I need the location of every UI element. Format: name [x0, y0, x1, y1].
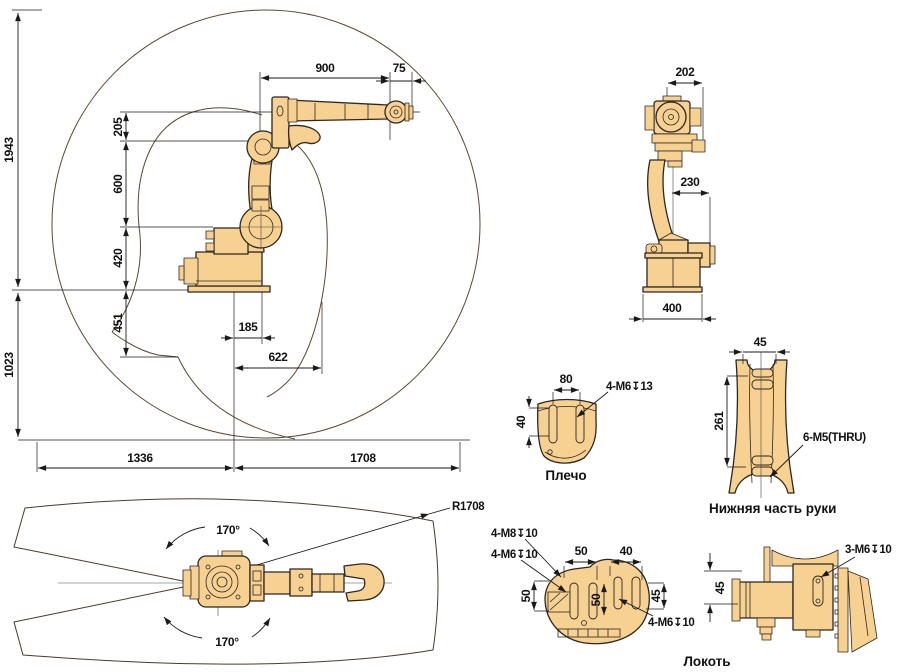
dim-1336: 1336	[127, 451, 153, 465]
dim-1708: 1708	[350, 451, 376, 465]
dim-261: 261	[712, 411, 726, 431]
callout-3-m6-10: 3-M6↧10	[845, 544, 892, 556]
robot-side-silhouette	[178, 96, 414, 293]
robot-front-silhouette	[642, 95, 716, 293]
shoulder-detail: 80 40 4-M6↧13 Плечо	[514, 372, 653, 483]
dim-420: 420	[111, 248, 125, 268]
dim-40-top: 40	[620, 544, 633, 558]
dim-50-top: 50	[575, 544, 588, 558]
dim-1943: 1943	[2, 137, 16, 163]
dim-50-mid: 50	[589, 593, 603, 606]
dim-600: 600	[111, 174, 125, 194]
dim-radius-r1708: R1708	[452, 501, 485, 513]
work-envelope-inner-right	[266, 145, 328, 398]
dim-45-side: 45	[713, 581, 727, 594]
dim-angle-bottom: 170°	[215, 635, 239, 649]
elbow-label: Локоть	[683, 654, 730, 669]
callout-4-m8-10: 4-M8↧10	[491, 528, 538, 540]
robot-top-silhouette	[182, 550, 385, 608]
dim-400: 400	[662, 301, 682, 315]
dim-75: 75	[393, 61, 406, 75]
dim-622: 622	[268, 350, 288, 364]
dim-40: 40	[514, 415, 528, 428]
dim-205: 205	[111, 117, 125, 137]
elbow-detail-side: 45 3-M6↧10 Локоть	[683, 544, 891, 669]
work-envelope-notch	[111, 331, 179, 358]
dim-202: 202	[675, 65, 695, 79]
dim-45-right: 45	[649, 589, 663, 602]
side-view: 1943 1023 205 600 420 451 900 75 185 622…	[2, 9, 481, 472]
dim-900: 900	[315, 61, 335, 75]
dim-45-lowerarm: 45	[754, 335, 767, 349]
top-view: R1708 170° 170°	[13, 498, 486, 665]
callout-4-m6-13: 4-M6↧13	[606, 381, 653, 393]
elbow-detail-bottom: 50 40 50 50 45 4-M8↧10 4-M6↧10 4-M6↧10	[491, 528, 695, 645]
dim-451: 451	[111, 313, 125, 333]
callout-6-m5-thru: 6-M5(THRU)	[803, 432, 866, 444]
work-envelope-outer-circle	[51, 9, 481, 439]
work-envelope-inner-bottom	[177, 356, 296, 440]
shoulder-label: Плечо	[545, 468, 586, 483]
dim-230: 230	[680, 175, 700, 189]
lower-arm-label: Нижняя часть руки	[709, 501, 836, 516]
callout-4-m6-10-a: 4-M6↧10	[491, 549, 538, 561]
front-view: 202 230 400	[629, 65, 716, 322]
dim-50-left: 50	[519, 589, 533, 602]
dim-185: 185	[238, 320, 258, 334]
work-envelope-inner-left	[111, 107, 263, 333]
dim-80: 80	[560, 372, 573, 386]
dim-1023: 1023	[2, 352, 16, 378]
callout-4-m6-10-b: 4-M6↧10	[648, 617, 695, 629]
top-envelope-outline	[13, 498, 439, 665]
lower-arm-detail: 45 261 6-M5(THRU) Нижняя часть руки	[709, 335, 867, 516]
dim-angle-top: 170°	[216, 523, 240, 537]
